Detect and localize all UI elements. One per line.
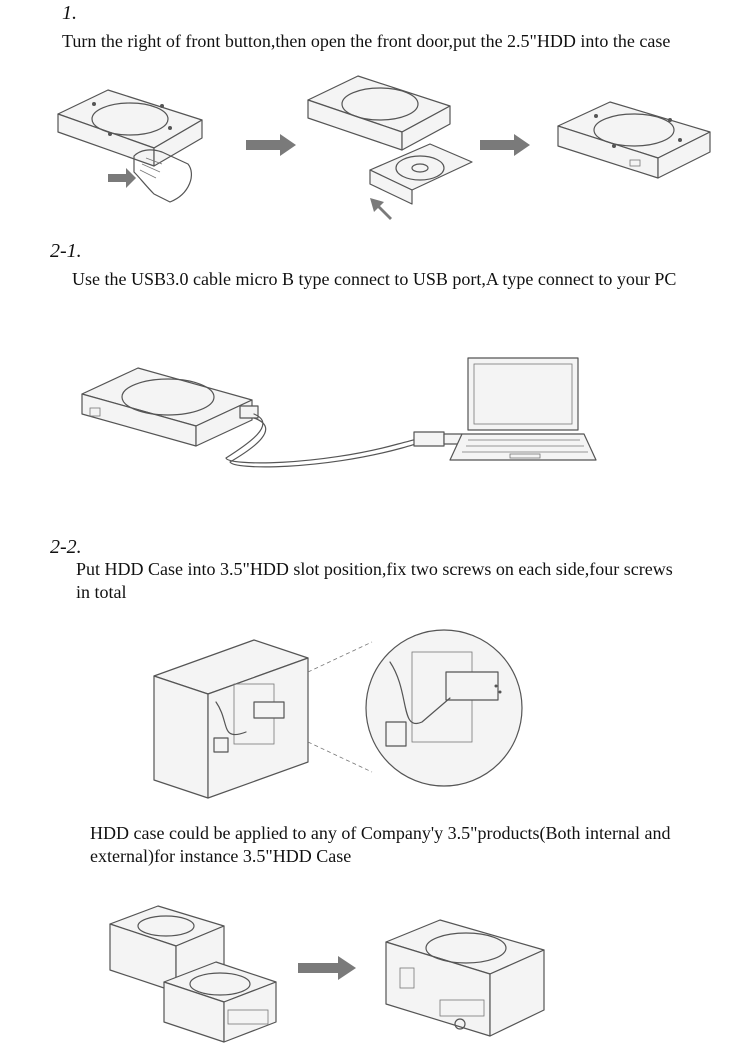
step-1-number: 1. [62, 2, 77, 24]
note-text-line1: HDD case could be applied to any of Comp… [90, 823, 671, 843]
arrow-right-1 [246, 134, 296, 156]
usb-connection-illustration [81, 357, 597, 468]
note-text-line2: external)for instance 3.5"HDD Case [90, 846, 352, 866]
step-2-1-number: 2-1. [50, 240, 82, 262]
pc-chassis-installation-illustration [153, 629, 523, 799]
hdd-case-into-bay-illustration [109, 905, 277, 1043]
step-2-2-number: 2-2. [50, 536, 82, 558]
step-2-2-text-line1: Put HDD Case into 3.5"HDD slot position,… [76, 559, 673, 579]
hdd-case-mounted-illustration [385, 919, 545, 1037]
hdd-insert-illustration [307, 75, 473, 220]
arrow-right-2 [480, 134, 530, 156]
step-1-text: Turn the right of front button,then open… [62, 31, 671, 51]
step-2-2-text-line2: in total [76, 582, 127, 602]
hdd-case-closed-illustration [557, 101, 711, 179]
arrow-right-3 [298, 956, 356, 980]
hdd-case-open-button-illustration [57, 89, 203, 203]
step-2-1-text: Use the USB3.0 cable micro B type connec… [72, 269, 677, 289]
